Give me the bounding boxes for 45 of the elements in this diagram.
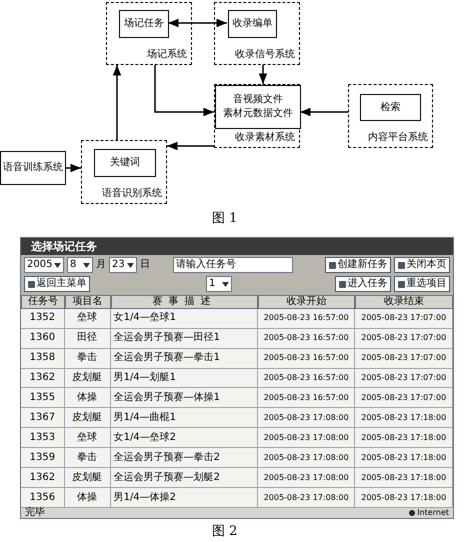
- arrow: [300, 108, 348, 116]
- figure-caption: 图 2: [212, 525, 238, 538]
- arrow: [167, 142, 214, 150]
- column-header: 赛事描述: [110, 294, 258, 309]
- input-field: 请输入任务号: [173, 257, 293, 274]
- process-box: 检索: [360, 94, 421, 121]
- system-group: [106, 2, 192, 65]
- zone-text: Internet: [417, 508, 449, 517]
- status-text: 完毕: [25, 508, 45, 518]
- system-group: [214, 84, 300, 148]
- process-box: 音视频文件 素材元数据文件: [215, 85, 301, 129]
- dropdown-select: 8: [67, 257, 93, 274]
- system-group: [214, 2, 300, 65]
- figure-caption: 图 1: [212, 212, 238, 225]
- dropdown-select: 23: [109, 257, 137, 274]
- toolbar-button: 关闭本页: [394, 257, 450, 274]
- group-label: 内容平台系统: [368, 133, 428, 143]
- toolbar-button: 创建新任务: [325, 257, 391, 274]
- day-label: 日: [140, 260, 150, 270]
- toolbar-button: 返回主菜单: [24, 276, 90, 292]
- group-label: 收录信号系统: [235, 50, 295, 60]
- process-box: 场记任务: [119, 10, 169, 38]
- system-group: [348, 84, 433, 148]
- group-label: 场记系统: [147, 50, 187, 60]
- group-label: 收录素材系统: [235, 133, 295, 143]
- toolbar-button: 重选项目: [394, 276, 450, 292]
- column-header: 收录结束: [355, 294, 453, 309]
- month-label: 月: [96, 260, 106, 270]
- title-bar: 选择场记任务: [21, 238, 453, 255]
- group-label: 语音识别系统: [102, 189, 162, 199]
- column-header: 收录开始: [258, 294, 356, 309]
- arrow: [258, 65, 268, 84]
- toolbar-button: 进入任务: [335, 276, 391, 292]
- process-box: 收录编单: [228, 10, 277, 38]
- process-box: 语音训练系统: [0, 151, 66, 185]
- process-box: 关键词: [94, 149, 156, 177]
- dropdown-select: 2005: [24, 257, 64, 274]
- column-header: 项目名: [64, 294, 111, 309]
- dropdown-select: 1: [206, 276, 232, 292]
- arrow: [66, 164, 81, 172]
- arrow: [112, 65, 122, 140]
- arrow: [154, 65, 214, 116]
- column-header: 任务号: [21, 294, 65, 309]
- system-group: [81, 140, 167, 204]
- double-arrow: [168, 18, 227, 28]
